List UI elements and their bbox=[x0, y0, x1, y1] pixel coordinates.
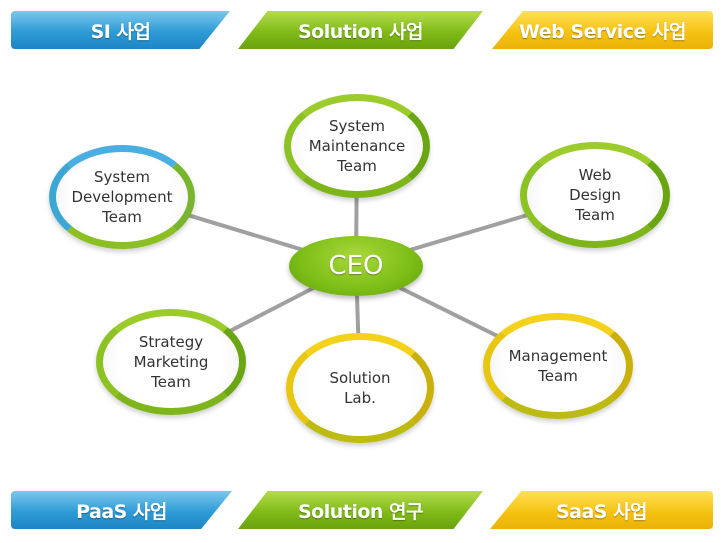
node-management-label: Management Team bbox=[508, 347, 608, 385]
node-web-design-label: Web Design Team bbox=[569, 166, 621, 224]
banner-saas-business: SaaS 사업 bbox=[490, 491, 713, 529]
banner-paas-business-label: PaaS 사업 bbox=[76, 500, 167, 523]
node-ceo-label: CEO bbox=[328, 251, 384, 281]
node-system-maintenance-label: System Maintenance Team bbox=[308, 117, 406, 175]
node-solution-lab-label: Solution Lab. bbox=[329, 369, 391, 407]
node-strategy-marketing-team: Strategy Marketing Team bbox=[96, 309, 246, 415]
node-web-design-team: Web Design Team bbox=[520, 142, 670, 248]
banner-saas-business-label: SaaS 사업 bbox=[555, 500, 648, 523]
banner-solution-business: Solution 사업 bbox=[238, 11, 483, 49]
node-management-team: Management Team bbox=[483, 313, 633, 419]
banner-si-business-label: SI 사업 bbox=[90, 20, 151, 43]
banner-web-service-business: Web Service 사업 bbox=[492, 11, 713, 49]
banner-solution-research-label: Solution 연구 bbox=[297, 500, 424, 523]
banner-solution-business-label: Solution 사업 bbox=[297, 20, 424, 43]
node-solution-lab: Solution Lab. bbox=[286, 333, 434, 443]
node-ceo: CEO bbox=[289, 236, 423, 296]
banner-si-business: SI 사업 bbox=[11, 11, 230, 49]
banner-web-service-business-label: Web Service 사업 bbox=[519, 20, 686, 43]
node-system-development-label: System Development Team bbox=[71, 168, 173, 226]
node-system-development-team: System Development Team bbox=[49, 145, 195, 249]
node-system-maintenance-team: System Maintenance Team bbox=[284, 94, 430, 198]
node-strategy-marketing-label: Strategy Marketing Team bbox=[133, 333, 209, 391]
banner-paas-business: PaaS 사업 bbox=[11, 491, 232, 529]
banner-solution-research: Solution 연구 bbox=[238, 491, 483, 529]
